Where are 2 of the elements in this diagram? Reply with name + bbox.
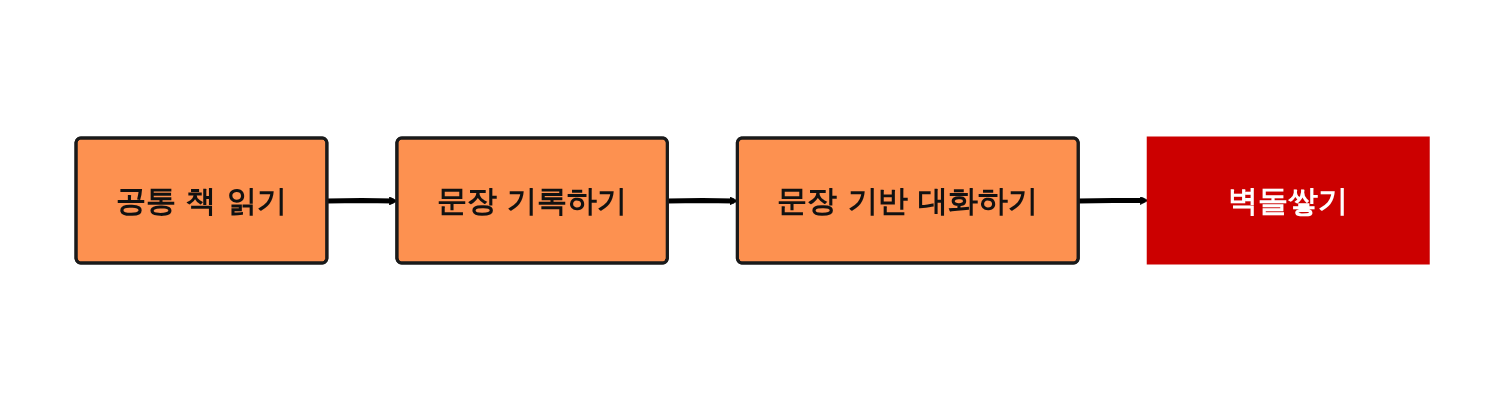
node-box: 벽돌쌓기 — [1146, 136, 1430, 264]
arrow — [1078, 195, 1149, 205]
